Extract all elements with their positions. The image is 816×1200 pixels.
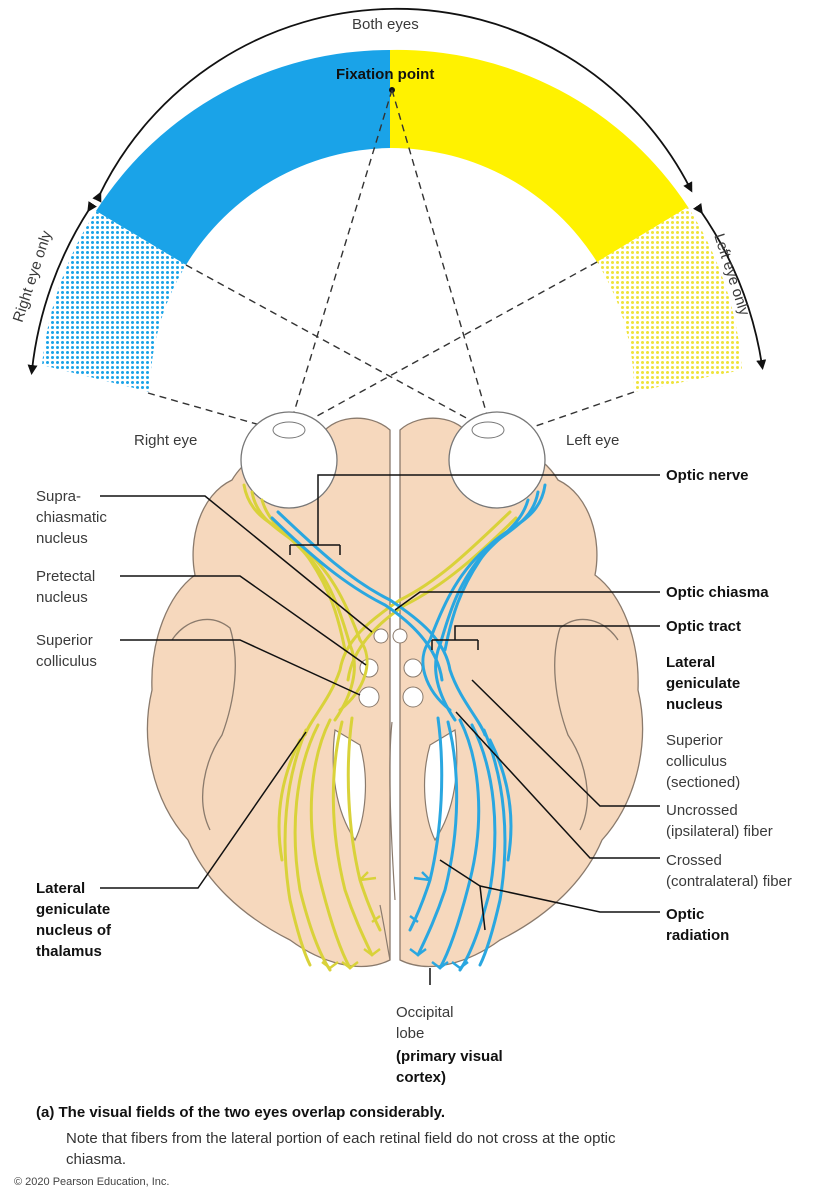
lgn-thalamus-label: Lateral geniculate nucleus of thalamus xyxy=(36,880,112,960)
pretectal-label: Pretectal nucleus xyxy=(36,568,96,606)
fixation-point-label: Fixation point xyxy=(336,66,435,83)
superior-colliculus-shape-right xyxy=(358,686,380,708)
both-eyes-label: Both eyes xyxy=(352,16,419,33)
superior-colliculus-sectioned-label: Superior colliculus (sectioned) xyxy=(666,732,741,791)
visual-field xyxy=(27,7,767,433)
suprachiasmatic-nucleus-shape xyxy=(373,628,389,644)
optic-radiation-label: Optic radiation xyxy=(666,906,730,944)
leader-lines xyxy=(100,474,660,985)
pretectal-shape-right xyxy=(359,658,379,678)
midbrain-channel xyxy=(389,721,396,901)
blue-terminals xyxy=(409,871,469,969)
left-eye-label: Left eye xyxy=(566,432,620,449)
occipital-lobe-label: Occipital lobe xyxy=(396,1004,454,1042)
superior-colliculus-shape-left xyxy=(402,686,424,708)
lateral-geniculate-label: Lateral geniculate nucleus xyxy=(666,654,741,713)
right-field-binocular xyxy=(96,49,390,266)
both-eyes-arc xyxy=(92,7,693,203)
crossed-fiber-label: Crossed (contralateral) fiber xyxy=(666,852,792,890)
left-field-binocular xyxy=(390,49,688,262)
primary-visual-cortex-label: (primary visual cortex) xyxy=(396,1048,503,1086)
right-only-arc xyxy=(27,201,97,375)
left-eye-shape xyxy=(448,411,546,509)
eyes xyxy=(240,411,546,509)
right-eye-label: Right eye xyxy=(134,432,198,449)
sight-lines xyxy=(147,89,635,433)
caption-note: Note that fibers from the lateral portio… xyxy=(66,1130,616,1168)
suprachiasmatic-label: Supra- chiasmatic nucleus xyxy=(36,488,107,547)
left-only-arc xyxy=(693,203,767,370)
yellow-fibers xyxy=(242,483,518,972)
blue-fibers xyxy=(270,483,547,972)
optic-nerve-label: Optic nerve xyxy=(666,467,749,484)
superior-colliculus-label: Superior colliculus xyxy=(36,632,97,670)
yellow-terminals xyxy=(321,871,381,969)
copyright: © 2020 Pearson Education, Inc. xyxy=(14,1176,170,1188)
right-eye-shape xyxy=(240,411,338,509)
pretectal-shape-left xyxy=(403,658,423,678)
brain xyxy=(146,417,644,968)
uncrossed-fiber-label: Uncrossed (ipsilateral) fiber xyxy=(666,802,773,840)
optic-chiasma-label: Optic chiasma xyxy=(666,584,769,601)
optic-tract-label: Optic tract xyxy=(666,618,742,635)
caption-title: (a) The visual fields of the two eyes ov… xyxy=(36,1104,446,1121)
